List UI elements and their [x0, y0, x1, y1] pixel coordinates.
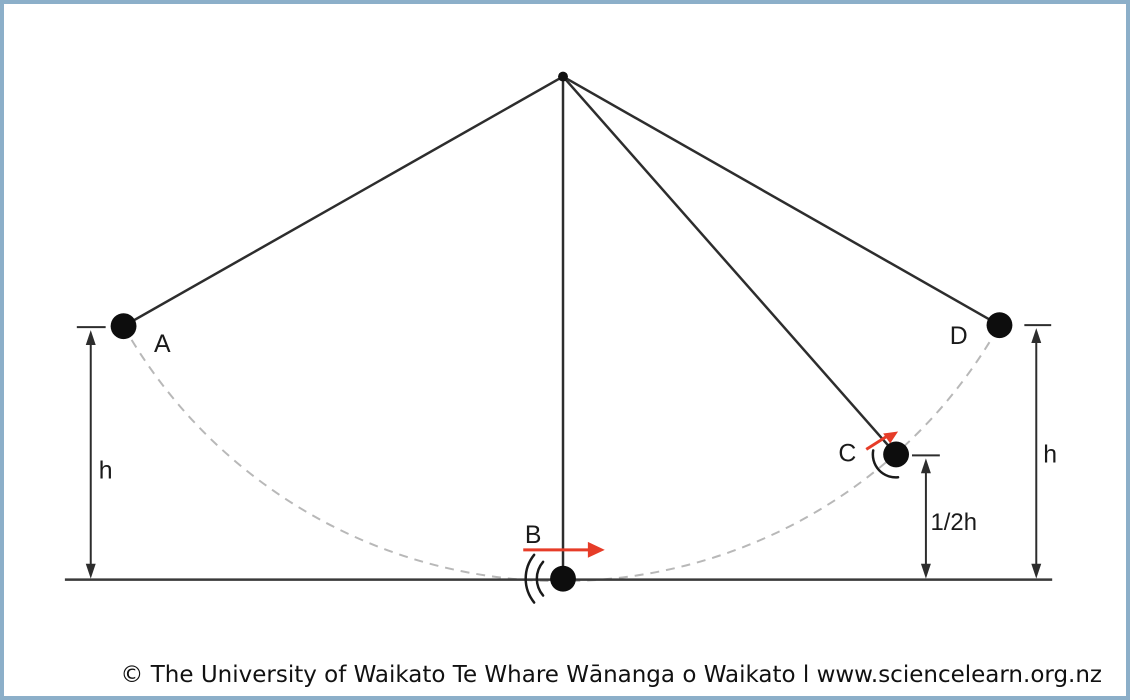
velocity-arrow-b: [523, 541, 605, 558]
pendulum-strings: [122, 75, 1001, 579]
arrowhead-right: [587, 541, 605, 558]
pendulum-diagram: A B C D h h 1/2h: [64, 71, 1057, 604]
bob-c: [883, 441, 910, 468]
height-dimension-right: [1024, 324, 1052, 579]
label-height-left: h: [99, 457, 113, 484]
swing-path-arc: [122, 324, 1001, 583]
label-position-d: D: [950, 323, 968, 350]
arrowhead-up: [1031, 328, 1042, 344]
string-to-a: [122, 75, 564, 328]
label-height-half: 1/2h: [931, 509, 977, 536]
arrowhead-down: [1031, 563, 1042, 579]
arrowhead-down: [920, 563, 931, 579]
motion-arc-inner: [535, 560, 545, 597]
label-position-c: C: [838, 440, 856, 467]
label-height-right: h: [1043, 441, 1057, 468]
arrow-shaft: [865, 434, 889, 451]
motion-arc-outer: [524, 553, 536, 604]
arrowhead-up: [85, 330, 96, 346]
label-position-a: A: [154, 331, 171, 358]
half-height-dimension: [911, 454, 940, 579]
bob-d: [986, 312, 1013, 339]
copyright-credit: © The University of Waikato Te Whare Wān…: [120, 662, 1102, 688]
bob-b: [550, 565, 576, 592]
label-position-b: B: [525, 522, 542, 549]
height-dimension-left: [76, 326, 106, 579]
pivot-point: [558, 71, 568, 82]
string-to-d: [562, 75, 1001, 327]
arrowhead-down: [85, 563, 96, 579]
string-to-c: [562, 75, 898, 456]
motion-mark-c: [871, 449, 900, 479]
arrowhead-up: [920, 458, 931, 474]
velocity-arrow-c: [865, 431, 899, 451]
arrowhead-upright: [883, 431, 899, 444]
motion-marks-b: [524, 553, 545, 604]
bob-a: [110, 313, 137, 340]
